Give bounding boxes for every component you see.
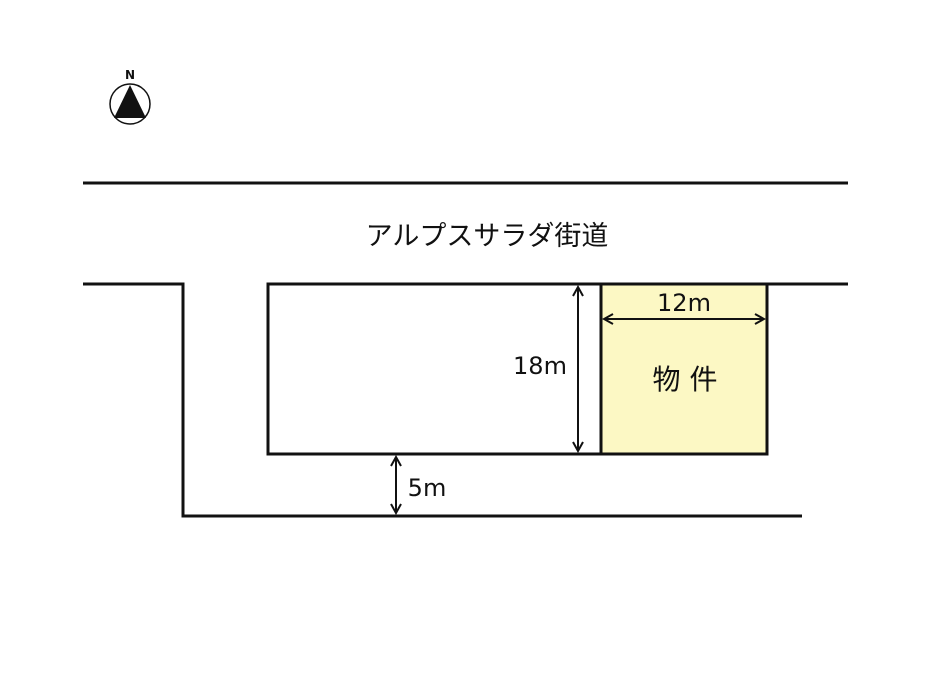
road-name: アルプスサラダ街道: [366, 221, 609, 252]
side-road-width-label: 5m: [408, 474, 447, 502]
north-arrow-icon: [114, 85, 146, 118]
north-compass: N: [109, 68, 151, 125]
property-label: 物 件: [653, 363, 718, 396]
depth-label: 18m: [513, 352, 567, 380]
north-label: N: [125, 68, 135, 82]
width-label: 12m: [657, 289, 711, 317]
property-lot: [599, 282, 769, 456]
neighbor-lot: [266, 282, 603, 456]
road-edge-south: [83, 282, 802, 518]
